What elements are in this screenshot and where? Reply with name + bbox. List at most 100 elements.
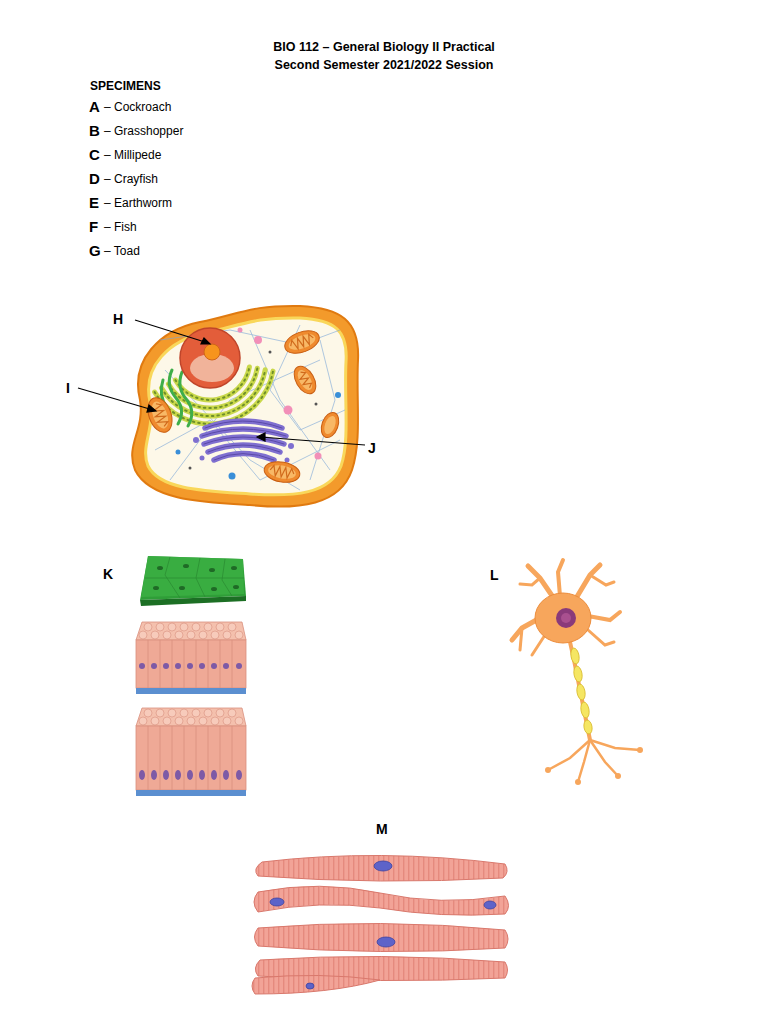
vesicle	[315, 453, 322, 460]
neuron	[575, 779, 581, 785]
columnar-epithelium	[172, 726, 173, 790]
cuboidal-epithelium	[187, 631, 195, 639]
animal-cell	[132, 306, 358, 507]
squamous-epithelium	[153, 564, 239, 591]
mitochondrion	[149, 399, 172, 430]
vesicle	[238, 328, 243, 333]
neuron	[512, 560, 640, 782]
squamous-epithelium	[209, 568, 215, 572]
specimen-letter: F	[89, 218, 98, 236]
cuboidal-epithelium	[139, 663, 145, 669]
specimen-letter: G	[89, 242, 101, 260]
cytoskeleton	[155, 420, 340, 480]
vesicle	[189, 467, 192, 470]
muscle-fibres	[252, 975, 380, 994]
specimen-letter: D	[89, 170, 100, 188]
vesicle	[315, 403, 318, 406]
vesicle	[176, 450, 181, 455]
columnar-epithelium	[228, 709, 236, 717]
columnar-epithelium	[180, 709, 188, 717]
cytoskeleton	[155, 325, 345, 490]
mitochondrion	[295, 368, 316, 393]
columnar-epithelium	[199, 770, 205, 780]
mitochondrion	[267, 463, 297, 481]
columnar-epithelium	[175, 770, 181, 780]
mitochondrion	[289, 333, 315, 351]
nucleus	[204, 344, 220, 360]
leader-line	[201, 338, 210, 344]
muscle-fibres	[377, 937, 395, 947]
columnar-epithelium	[187, 717, 195, 725]
page-title: BIO 112 – General Biology II Practical	[0, 40, 768, 55]
cuboidal-epithelium	[211, 631, 219, 639]
cuboidal-epithelium	[139, 623, 243, 639]
cuboidal-epithelium	[199, 631, 207, 639]
columnar-epithelium	[139, 770, 242, 780]
squamous-epithelium	[165, 557, 180, 598]
vesicle	[176, 328, 342, 480]
cuboidal-epithelium	[136, 640, 246, 688]
leader-line	[257, 433, 265, 441]
columnar-epithelium	[136, 726, 246, 790]
columnar-epithelium	[168, 709, 176, 717]
cuboidal-epithelium	[172, 640, 173, 688]
squamous-epithelium	[222, 559, 232, 596]
squamous-epithelium	[140, 556, 246, 606]
specimen-name: – Earthworm	[104, 196, 172, 210]
mitochondrion	[263, 459, 302, 485]
cuboidal-epithelium	[208, 640, 209, 688]
mitochondrion	[144, 394, 177, 435]
mitochondrion	[269, 465, 294, 479]
muscle-fibres	[270, 861, 496, 989]
neuron	[570, 647, 581, 664]
golgi-apparatus	[202, 421, 286, 460]
columnar-epithelium	[184, 726, 185, 790]
columnar-epithelium	[148, 726, 149, 790]
neuron	[520, 628, 522, 650]
columnar-epithelium	[136, 708, 246, 726]
columnar-epithelium	[139, 709, 243, 725]
columnar-epithelium	[192, 709, 200, 717]
squamous-epithelium	[141, 556, 244, 597]
squamous-epithelium	[140, 556, 246, 600]
cuboidal-epithelium	[175, 663, 181, 669]
squamous-epithelium	[179, 586, 185, 590]
mitochondrion	[290, 363, 321, 398]
specimen-name: – Fish	[104, 220, 137, 234]
specimen-name: – Cockroach	[104, 100, 171, 114]
cuboidal-epithelium	[163, 663, 169, 669]
columnar-epithelium	[199, 717, 207, 725]
squamous-epithelium	[140, 596, 246, 606]
neuron	[520, 578, 540, 585]
neuron	[532, 635, 545, 655]
cuboidal-epithelium	[148, 640, 232, 688]
golgi-apparatus	[193, 421, 294, 463]
mitochondrion	[144, 394, 177, 435]
cytoskeleton	[165, 370, 300, 490]
cuboidal-epithelium	[211, 663, 217, 669]
cuboidal-epithelium	[136, 688, 246, 694]
vesicle	[269, 351, 272, 354]
mitochondrion	[287, 331, 318, 353]
columnar-epithelium	[236, 770, 242, 780]
squamous-epithelium	[145, 578, 244, 579]
animal-cell	[146, 318, 347, 495]
muscle-fibres	[255, 923, 509, 951]
columnar-epithelium	[136, 790, 246, 796]
mitochondrion	[151, 402, 169, 428]
vesicle	[254, 336, 262, 344]
cuboidal-epithelium	[151, 631, 159, 639]
cuboidal-epithelium	[220, 640, 221, 688]
muscle-fibres	[254, 886, 509, 915]
cuboidal-epithelium	[175, 631, 183, 639]
neuron	[576, 683, 587, 700]
muscle-fibres	[256, 855, 507, 881]
vesicle	[284, 406, 293, 415]
columnar-epithelium	[139, 770, 145, 780]
callout-letter: H	[113, 311, 123, 328]
columnar-epithelium	[211, 717, 219, 725]
squamous-epithelium	[233, 585, 239, 589]
columnar-epithelium	[148, 726, 232, 790]
neuron	[558, 560, 563, 596]
muscle-fibres	[306, 983, 314, 989]
